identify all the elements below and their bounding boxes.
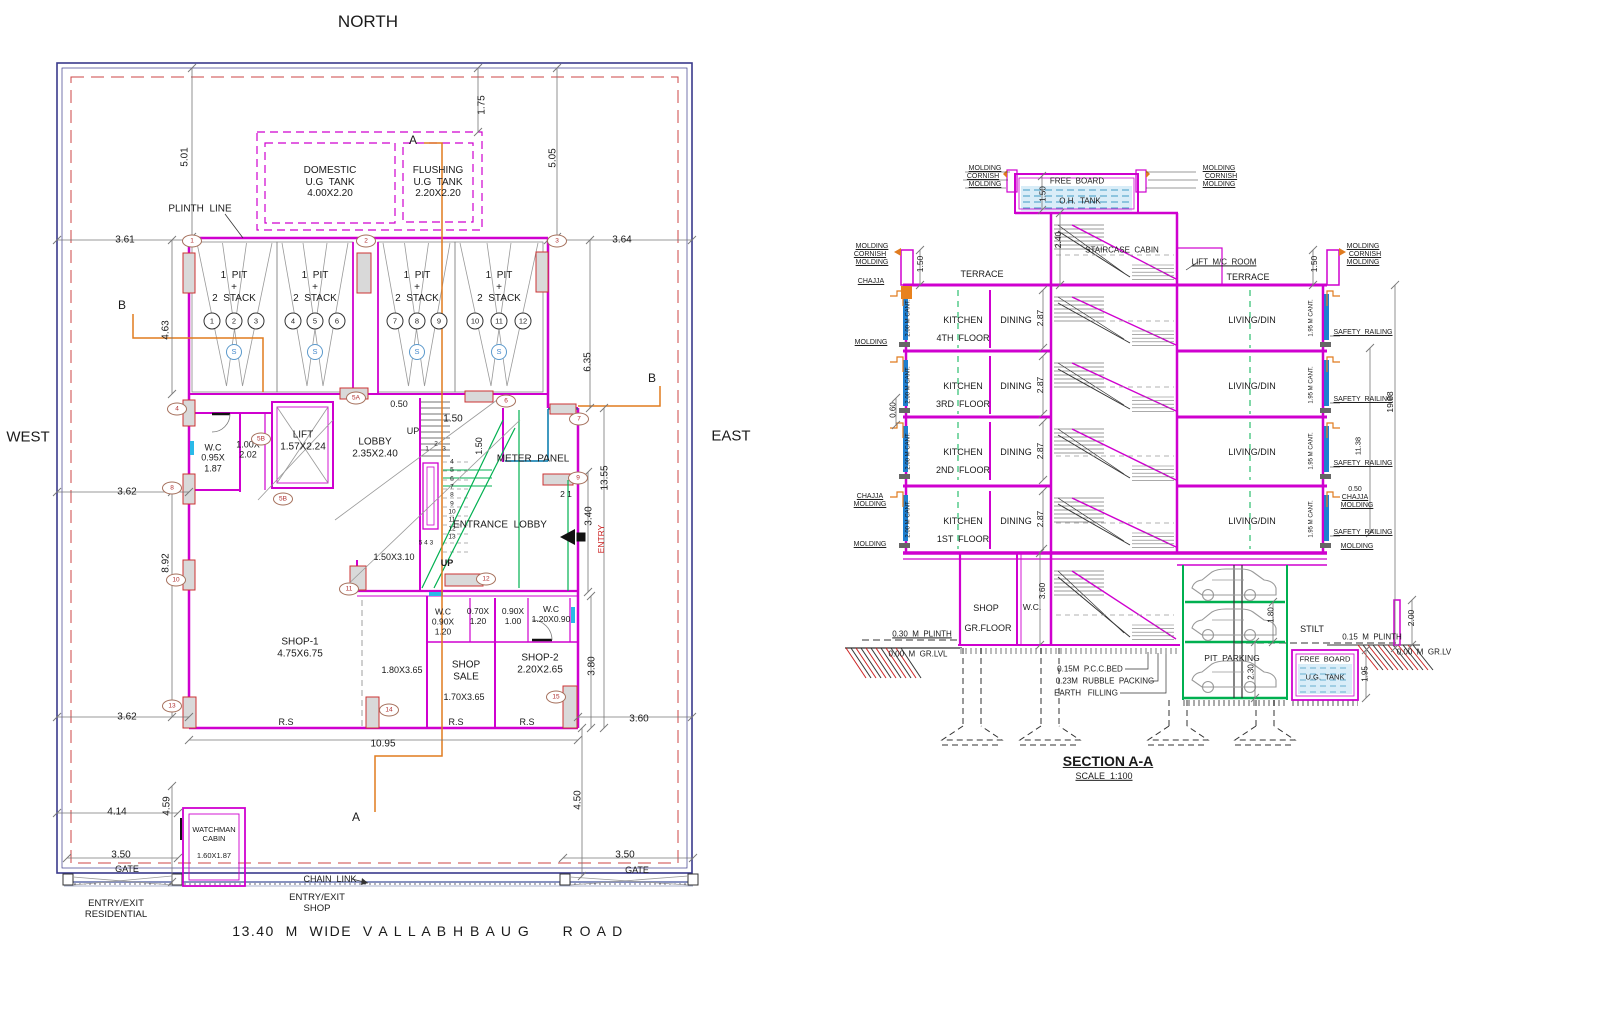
stack-circle: S <box>491 344 507 360</box>
grid-bubble: 12 <box>476 572 496 586</box>
pit-number-circle: 2 <box>225 312 243 330</box>
grid-bubble: 9 <box>568 471 588 485</box>
grid-bubble: 13 <box>162 699 182 713</box>
grid-bubble: 14 <box>379 703 399 717</box>
grid-bubble: 5B <box>251 432 271 446</box>
pit-number-circle: 11 <box>490 312 508 330</box>
pit-number-circle: 10 <box>466 312 484 330</box>
pit-number-circle: 9 <box>430 312 448 330</box>
grid-bubble: 7 <box>569 412 589 426</box>
pit-number-circle: 5 <box>306 312 324 330</box>
grid-bubble: 5B <box>273 492 293 506</box>
grid-bubble: 6 <box>496 394 516 408</box>
pit-number-circle: 8 <box>408 312 426 330</box>
grid-bubble: 15 <box>546 690 566 704</box>
grid-bubble: 1 <box>182 234 202 248</box>
stack-circle: S <box>409 344 425 360</box>
grid-bubble: 8 <box>162 481 182 495</box>
grid-bubble: 4 <box>167 402 187 416</box>
grid-bubble: 5A <box>346 391 366 405</box>
grid-bubble: 3 <box>547 234 567 248</box>
grid-bubble: 10 <box>166 573 186 587</box>
pit-number-circle: 3 <box>247 312 265 330</box>
pit-number-circle: 1 <box>203 312 221 330</box>
grid-bubble: 2 <box>356 234 376 248</box>
pit-number-circle: 4 <box>284 312 302 330</box>
pit-number-circle: 7 <box>386 312 404 330</box>
pit-number-circle: 12 <box>514 312 532 330</box>
pit-number-circle: 6 <box>328 312 346 330</box>
stack-circle: S <box>226 344 242 360</box>
stack-circle: S <box>307 344 323 360</box>
grid-bubble: 11 <box>339 582 359 596</box>
